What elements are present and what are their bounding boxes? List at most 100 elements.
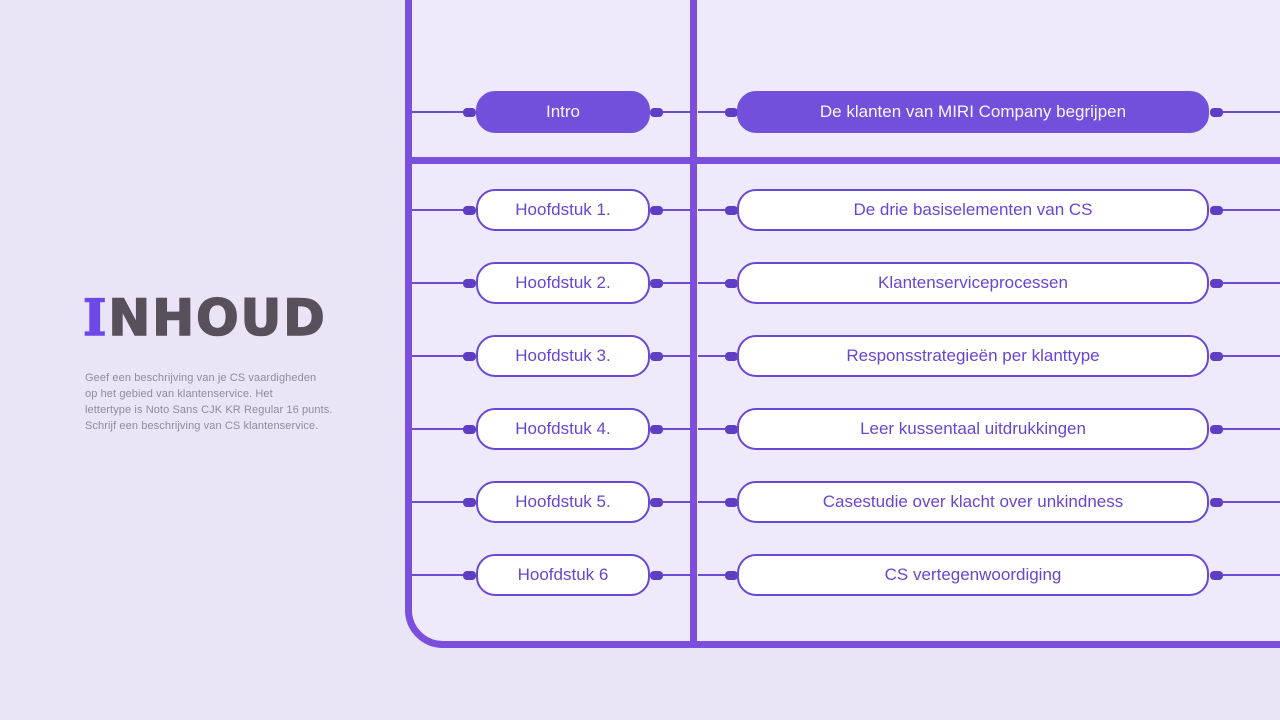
connector-line (1223, 428, 1280, 430)
connector-line (1223, 282, 1280, 284)
toc-chapter-6-title-label: CS vertegenwoordiging (884, 565, 1062, 584)
description-text: Geef een beschrijving van je CS vaardigh… (85, 370, 333, 434)
connector-line (412, 282, 469, 284)
toc-intro-right-label: De klanten van MIRI Company begrijpen (819, 102, 1127, 121)
connector-nub (650, 425, 663, 434)
connector-line (663, 574, 691, 576)
toc-row-chapter-3: Hoofdstuk 3. Responsstrategieën per klan… (405, 335, 1280, 377)
connector-line (412, 209, 469, 211)
connector-nub (463, 206, 476, 215)
toc-column-divider (690, 0, 697, 645)
connector-nub (1210, 352, 1223, 361)
toc-chapter-6-right-pill[interactable]: CS vertegenwoordiging (737, 554, 1209, 596)
connector-nub (725, 279, 738, 288)
connector-nub (650, 352, 663, 361)
toc-intro-left-label: Intro (545, 102, 581, 121)
connector-nub (1210, 425, 1223, 434)
connector-nub (650, 498, 663, 507)
connector-line (698, 428, 728, 430)
connector-line (663, 111, 691, 113)
toc-chapter-1-right-pill[interactable]: De drie basiselementen van CS (737, 189, 1209, 231)
toc-chapter-3-left-pill[interactable]: Hoofdstuk 3. (476, 335, 650, 377)
connector-line (412, 111, 469, 113)
connector-line (663, 355, 691, 357)
page-title-accent-letter: I (82, 288, 109, 347)
connector-line (698, 111, 728, 113)
toc-row-chapter-5: Hoofdstuk 5. Casestudie over klacht over… (405, 481, 1280, 523)
connector-line (412, 428, 469, 430)
page-title: INHOUD (82, 292, 327, 344)
toc-chapter-5-right-pill[interactable]: Casestudie over klacht over unkindness (737, 481, 1209, 523)
connector-line (663, 428, 691, 430)
connector-nub (650, 206, 663, 215)
toc-chapter-3-title-label: Responsstrategieën per klanttype (846, 346, 1100, 365)
toc-row-chapter-2: Hoofdstuk 2. Klantenserviceprocessen (405, 262, 1280, 304)
toc-chapter-1-title-label: De drie basiselementen van CS (853, 200, 1093, 219)
connector-nub (1210, 571, 1223, 580)
toc-intro-right-pill[interactable]: De klanten van MIRI Company begrijpen (737, 91, 1209, 133)
toc-chapter-1-left-pill[interactable]: Hoofdstuk 1. (476, 189, 650, 231)
connector-nub (463, 108, 476, 117)
toc-chapter-4-title-label: Leer kussentaal uitdrukkingen (860, 419, 1086, 438)
toc-chapter-3-number-label: Hoofdstuk 3. (515, 346, 611, 365)
toc-row-chapter-6: Hoofdstuk 6 CS vertegenwoordiging (405, 554, 1280, 596)
description-line: Geef een beschrijving van je CS vaardigh… (85, 372, 317, 384)
toc-chapter-3-right-pill[interactable]: Responsstrategieën per klanttype (737, 335, 1209, 377)
connector-line (663, 282, 691, 284)
toc-row-intro: Intro De klanten van MIRI Company begrij… (405, 91, 1280, 133)
connector-nub (1210, 498, 1223, 507)
toc-chapter-2-left-pill[interactable]: Hoofdstuk 2. (476, 262, 650, 304)
connector-line (698, 501, 728, 503)
toc-chapter-4-right-pill[interactable]: Leer kussentaal uitdrukkingen (737, 408, 1209, 450)
connector-nub (463, 352, 476, 361)
connector-nub (725, 206, 738, 215)
connector-nub (725, 571, 738, 580)
toc-chapter-2-right-pill[interactable]: Klantenserviceprocessen (737, 262, 1209, 304)
connector-nub (1210, 279, 1223, 288)
connector-line (1223, 111, 1280, 113)
connector-line (412, 501, 469, 503)
connector-nub (1210, 206, 1223, 215)
toc-row-chapter-1: Hoofdstuk 1. De drie basiselementen van … (405, 189, 1280, 231)
description-line: Schrijf een beschrijving van CS klantens… (85, 420, 319, 432)
connector-line (698, 282, 728, 284)
toc-chapter-5-left-pill[interactable]: Hoofdstuk 5. (476, 481, 650, 523)
toc-chapter-1-number-label: Hoofdstuk 1. (515, 200, 611, 219)
connector-line (1223, 355, 1280, 357)
toc-chapter-5-number-label: Hoofdstuk 5. (515, 492, 611, 511)
connector-nub (725, 352, 738, 361)
description-line: lettertype is Noto Sans CJK KR Regular 1… (85, 404, 333, 416)
connector-nub (650, 571, 663, 580)
connector-line (412, 355, 469, 357)
connector-nub (650, 108, 663, 117)
connector-line (663, 501, 691, 503)
connector-nub (463, 425, 476, 434)
connector-line (698, 209, 728, 211)
toc-intro-left-pill[interactable]: Intro (476, 91, 650, 133)
connector-line (1223, 209, 1280, 211)
connector-nub (725, 498, 738, 507)
connector-nub (463, 498, 476, 507)
connector-line (412, 574, 469, 576)
connector-line (1223, 501, 1280, 503)
connector-nub (463, 279, 476, 288)
connector-nub (725, 425, 738, 434)
toc-header-divider (405, 157, 1280, 164)
toc-row-chapter-4: Hoofdstuk 4. Leer kussentaal uitdrukking… (405, 408, 1280, 450)
toc-chapter-2-number-label: Hoofdstuk 2. (515, 273, 611, 292)
connector-line (698, 355, 728, 357)
toc-chapter-4-number-label: Hoofdstuk 4. (515, 419, 611, 438)
description-line: op het gebied van klantenservice. Het (85, 388, 273, 400)
connector-nub (1210, 108, 1223, 117)
connector-nub (650, 279, 663, 288)
toc-chapter-4-left-pill[interactable]: Hoofdstuk 4. (476, 408, 650, 450)
toc-chapter-2-title-label: Klantenserviceprocessen (878, 273, 1068, 292)
connector-line (698, 574, 728, 576)
toc-chapter-6-number-label: Hoofdstuk 6 (517, 565, 609, 584)
connector-line (663, 209, 691, 211)
toc-chapter-6-left-pill[interactable]: Hoofdstuk 6 (476, 554, 650, 596)
page-title-rest: NHOUD (108, 289, 327, 347)
connector-nub (463, 571, 476, 580)
connector-line (1223, 574, 1280, 576)
